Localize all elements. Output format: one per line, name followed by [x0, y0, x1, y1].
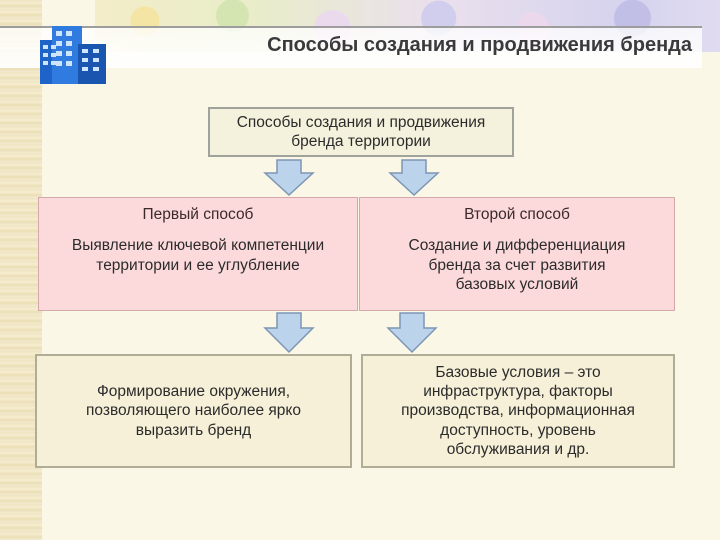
second-method-description: Создание и дифференциация бренда за счет…	[409, 236, 626, 294]
second-method-box: Второй способ Создание и дифференциация …	[359, 197, 675, 311]
root-box: Способы создания и продвижения бренда те…	[208, 107, 514, 157]
second-result-line-1: Базовые условия – это	[435, 363, 601, 381]
first-method-line-1: Выявление ключевой компетенции	[71, 237, 325, 255]
arrow-down-right-bottom	[386, 312, 438, 354]
first-method-line-2: территории и ее углубление	[96, 256, 300, 274]
title-bar	[0, 26, 702, 68]
first-method-box: Первый способ Выявление ключевой компете…	[38, 197, 358, 311]
second-method-line-1: Создание и дифференциация	[408, 237, 626, 255]
second-result-line-3: производства, информационная	[401, 402, 635, 420]
first-result-box: Формирование окружения, позволяющего наи…	[35, 354, 352, 468]
first-result-line-2: позволяющего наиболее ярко	[86, 402, 301, 420]
root-line-1: Способы создания и продвижения	[236, 113, 486, 131]
second-method-line-2: бренда за счет развития	[428, 256, 606, 274]
first-result-line-1: Формирование окружения,	[96, 382, 291, 400]
first-method-description: Выявление ключевой компетенции территори…	[72, 236, 324, 275]
second-method-line-3: базовых условий	[455, 276, 579, 294]
buildings-icon	[40, 26, 106, 84]
arrow-down-left-top	[263, 159, 315, 197]
second-result-line-2: инфраструктура, факторы	[423, 382, 613, 400]
second-result-box: Базовые условия – это инфраструктура, фа…	[361, 354, 675, 468]
second-method-heading: Второй способ	[464, 206, 570, 223]
arrow-down-left-bottom	[263, 312, 315, 354]
arrow-down-right-top	[388, 159, 440, 197]
first-method-heading: Первый способ	[142, 206, 254, 223]
second-result-line-5: обслуживания и др.	[446, 441, 590, 459]
first-result-line-3: выразить бренд	[135, 421, 252, 439]
slide-title: Способы создания и продвижения бренда	[267, 34, 692, 56]
root-line-2: бренда территории	[291, 133, 431, 150]
second-result-line-4: доступность, уровень	[440, 421, 596, 439]
